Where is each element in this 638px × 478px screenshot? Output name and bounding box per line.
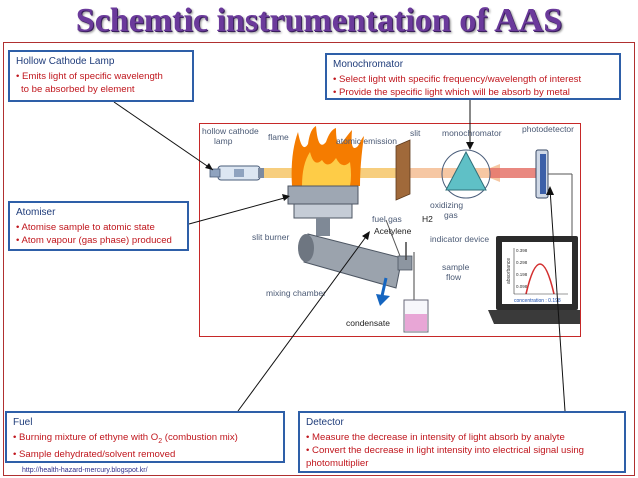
flame-shape: [291, 126, 364, 186]
atomiser-box: Atomiser • Atomise sample to atomic stat…: [8, 201, 189, 251]
fuel-line-1-sub: 2: [158, 437, 163, 445]
detector-line-2: • Convert the decrease in light intensit…: [306, 445, 584, 469]
photodetector-shape: [535, 149, 573, 254]
label-screen-tick-2: 0.298: [516, 260, 528, 265]
hollow-cathode-lamp-shape: [209, 165, 264, 181]
label-screen-absorbance: absorbance: [506, 258, 512, 284]
fuel-line-2: • Sample dehydrated/solvent removed: [13, 448, 176, 460]
atomiser-heading: Atomiser: [16, 207, 56, 218]
label-hollow-cathode-1: hollow cathode: [202, 126, 259, 136]
label-condensate: condensate: [346, 318, 390, 328]
label-sample-flow-2: flow: [446, 272, 462, 282]
detector-heading: Detector: [306, 417, 344, 428]
monochromator-line-1: • Select light with specific frequency/w…: [333, 74, 582, 85]
condensate-arrow-shape: [376, 277, 390, 306]
label-slit: slit: [410, 128, 421, 138]
schematic-svg: hollow cathode lamp flame atomic emissio…: [202, 124, 580, 333]
source-credit: http://health-hazard-mercury.blogspot.kr…: [22, 467, 148, 474]
page-title: Schemtic instrumentation of AAS: [75, 2, 563, 39]
detector-box: Detector • Measure the decrease in inten…: [298, 411, 626, 473]
hollow-cathode-line-1: • Emits light of specific wavelength: [16, 71, 163, 82]
label-oxidizing-gas-2: gas: [444, 210, 458, 220]
label-atomic-emission: atomic emission: [336, 136, 397, 146]
detector-line-1: • Measure the decrease in intensity of l…: [306, 432, 565, 443]
label-screen-tick-4: 0.098: [516, 284, 528, 289]
atomiser-line-2: • Atom vapour (gas phase) produced: [16, 235, 172, 246]
label-screen-tick-3: 0.198: [516, 272, 528, 277]
label-monochromator: monochromator: [442, 128, 502, 138]
label-fuel-gas: fuel gas: [372, 214, 402, 224]
hollow-cathode-lamp-box: Hollow Cathode Lamp • Emits light of spe…: [8, 50, 194, 102]
fuel-line-1: • Burning mixture of ethyne with O2 (com…: [13, 431, 277, 448]
slit-shape: [395, 139, 411, 201]
fuel-heading: Fuel: [13, 417, 33, 428]
label-screen-concentration: concentration : 0.198: [514, 298, 561, 304]
aas-schematic-diagram: hollow cathode lamp flame atomic emissio…: [199, 123, 581, 337]
label-h2: H2: [422, 214, 433, 224]
label-oxidizing-gas-1: oxidizing: [430, 200, 463, 210]
atomiser-line-1: • Atomise sample to atomic state: [16, 222, 155, 233]
label-photodetector: photodetector: [522, 124, 574, 134]
burner-shape: [287, 185, 359, 236]
light-beam-red: [490, 168, 540, 178]
label-mixing-chamber: mixing chamber: [266, 288, 326, 298]
label-hollow-cathode-2: lamp: [214, 136, 233, 146]
label-screen-tick-1: 0.398: [516, 248, 528, 253]
monochromator-box: Monochromator • Select light with specif…: [325, 53, 621, 100]
monochromator-heading: Monochromator: [333, 59, 404, 70]
monochromator-prism-shape: [441, 149, 491, 199]
label-flame: flame: [268, 132, 289, 142]
content-frame: [3, 42, 635, 476]
label-indicator-device: indicator device: [430, 234, 489, 244]
sample-beaker-shape: [403, 299, 429, 333]
indicator-laptop-shape: [488, 236, 580, 324]
hollow-cathode-line-2: to be absorbed by element: [21, 84, 135, 95]
fuel-box: Fuel • Burning mixture of ethyne with O2…: [5, 411, 285, 463]
label-sample-flow-1: sample: [442, 262, 470, 272]
label-slit-burner: slit burner: [252, 232, 289, 242]
fuel-line-1-pre: • Burning mixture of ethyne with O: [13, 432, 159, 443]
hollow-cathode-heading: Hollow Cathode Lamp: [16, 56, 115, 67]
label-acetylene: Acetylene: [374, 226, 412, 236]
fuel-line-1-post: (combustion mix): [162, 432, 238, 443]
monochromator-line-2: • Provide the specific light which will …: [333, 87, 570, 98]
